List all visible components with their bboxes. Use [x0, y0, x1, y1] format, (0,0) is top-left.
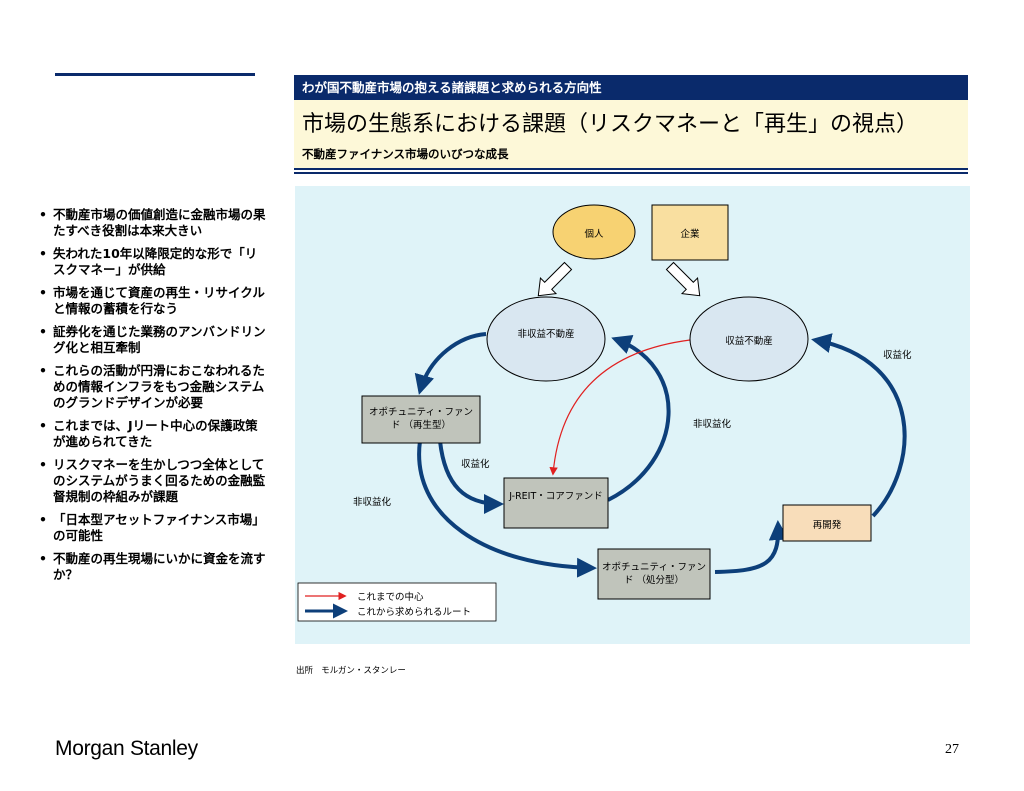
title-bottom-rule [294, 172, 968, 174]
ecosystem-diagram: 個人 企業 非収益不動産 収益不動産 オポチュニティ・ファンド （再生型） J-… [295, 186, 970, 644]
opportunity-fund-disposal-node [597, 548, 711, 600]
corporate-node [651, 204, 729, 261]
jreit-core-label: J-REIT・コアファンド [509, 491, 603, 502]
title-box: 市場の生態系における課題（リスクマネーと「再生」の視点） 不動産ファイナンス市場… [294, 100, 968, 170]
non-income-property-node [486, 296, 606, 382]
source-text: モルガン・スタンレー [321, 666, 406, 676]
legend-future-route-label: これから求められるルート [357, 607, 472, 618]
redevelopment-node [782, 504, 872, 542]
corporate-label: 企業 [680, 229, 700, 240]
bullet-item: 失われた10年以降限定的な形で「リスクマネー」が供給 [37, 246, 267, 278]
individual-label: 個人 [584, 229, 604, 240]
jreit-core-node [503, 477, 609, 529]
edge-label-non-monetize-left: 非収益化 [353, 497, 392, 508]
page-subtitle: 不動産ファイナンス市場のいびつな成長 [302, 147, 509, 161]
route-income-to-jreit-red [549, 339, 691, 476]
page-title: 市場の生態系における課題（リスクマネーと「再生」の視点） [302, 112, 919, 137]
bullet-item: 「日本型アセットファイナンス市場」の可能性 [37, 512, 267, 544]
bullet-list: 不動産市場の価値創造に金融市場の果たすべき役割は本来大きい 失われた10年以降限… [37, 207, 267, 590]
bullet-item: 証券化を通じた業務のアンバンドリング化と相互牽制 [37, 324, 267, 356]
section-header-bar: わが国不動産市場の抱える諸課題と求められる方向性 [294, 75, 968, 100]
route-disposal-to-redev [714, 520, 789, 574]
bullet-item: 不動産市場の価値創造に金融市場の果たすべき役割は本来大きい [37, 207, 267, 239]
source-label: 出所 [296, 666, 314, 676]
opportunity-fund-regen-label: オポチュニティ・ファンド （再生型） [369, 407, 473, 431]
left-accent-rule [55, 73, 255, 76]
hollow-arrow-individual [537, 261, 573, 297]
legend-past-core-label: これまでの中心 [357, 592, 424, 603]
income-property-node [689, 296, 809, 382]
opportunity-fund-regen-node [361, 395, 481, 444]
edge-label-non-monetize-mid: 非収益化 [693, 419, 732, 430]
route-opfund-to-jreit [438, 440, 504, 514]
edge-label-monetize-mid: 収益化 [461, 459, 490, 470]
redevelopment-label: 再開発 [812, 520, 842, 531]
bullet-item: 市場を通じて資産の再生・リサイクルと情報の蓄積を行なう [37, 285, 267, 317]
hollow-arrow-corporate [665, 261, 701, 297]
opportunity-fund-disposal-label: オポチュニティ・ファンド （処分型） [602, 562, 706, 586]
bullet-item: リスクマネーを生かしつつ全体としてのシステムがうまく回るための金融監督規制の枠組… [37, 457, 267, 505]
route-opfund-to-disposal [417, 440, 597, 578]
individual-node [552, 204, 636, 260]
diagram-canvas [297, 204, 907, 622]
income-property-label: 収益不動産 [725, 336, 773, 347]
bullet-item: これまでは、Jリート中心の保護政策が進められてきた [37, 418, 267, 450]
page-number: 27 [945, 742, 959, 757]
bullet-item: これらの活動が円滑におこなわれるための情報インフラをもつ金融システムのグランドデ… [37, 363, 267, 411]
route-redev-to-income [811, 333, 907, 518]
bullet-item: 不動産の再生現場にいかに資金を流すか？ [37, 551, 267, 583]
source-note: 出所 モルガン・スタンレー [296, 664, 406, 676]
non-income-property-label: 非収益不動産 [517, 329, 575, 340]
company-logo: Morgan Stanley [55, 737, 198, 760]
edge-label-monetize-right: 収益化 [883, 350, 912, 361]
route-nonincome-to-opfund [414, 332, 487, 395]
legend-box [297, 582, 497, 622]
